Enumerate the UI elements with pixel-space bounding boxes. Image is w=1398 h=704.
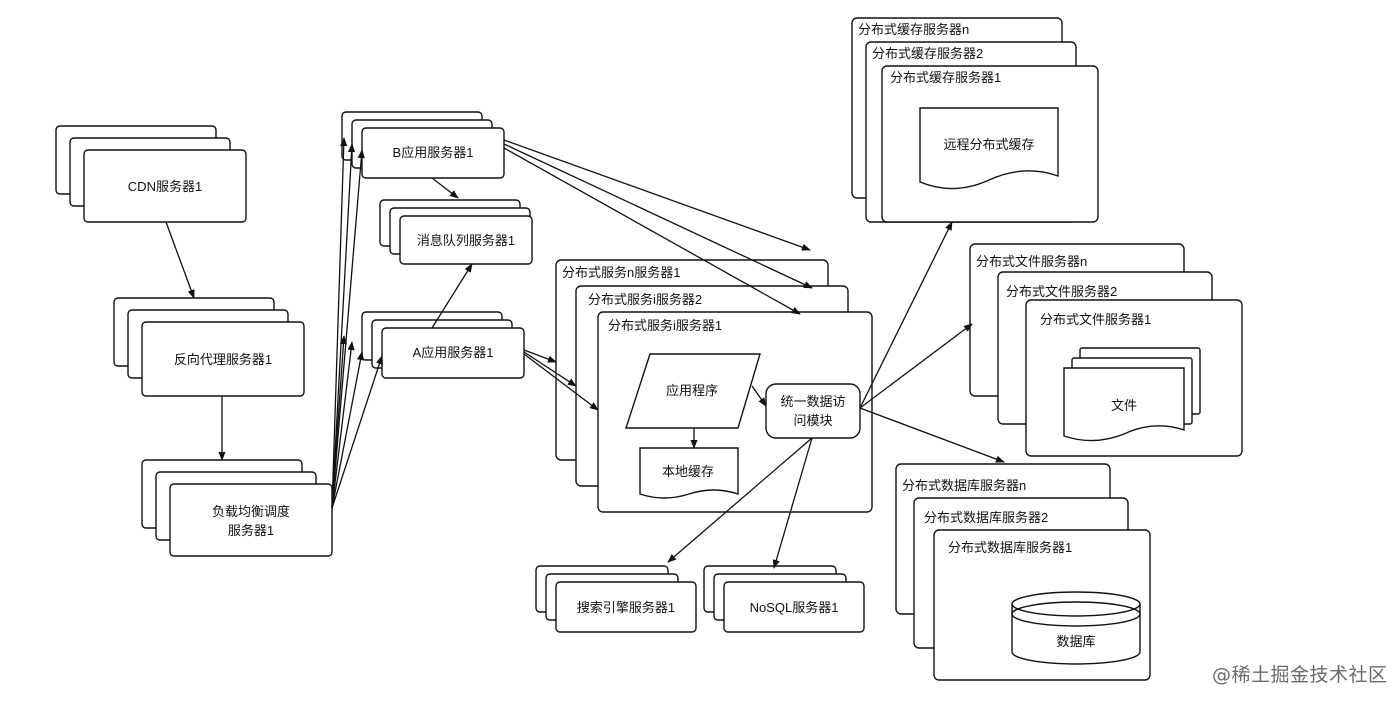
file-label: 文件 xyxy=(1111,398,1137,413)
remote-cache-shape xyxy=(919,107,1059,190)
file-2-label: 分布式文件服务器2 xyxy=(1006,284,1117,299)
database-label: 数据库 xyxy=(1056,634,1095,649)
load-balancer-stack xyxy=(141,459,333,557)
reverse-proxy-stack xyxy=(113,297,305,397)
uda-label-line1: 统一数据访 xyxy=(780,394,845,409)
svc-n-label: 分布式服务n服务器1 xyxy=(562,265,680,280)
app-program-shape xyxy=(625,353,761,429)
lb-label-line1: 负载均衡调度 xyxy=(212,504,290,519)
search-engine-stack xyxy=(535,565,697,633)
a-app-label: A应用服务器1 xyxy=(413,345,494,360)
cache-1-label: 分布式缓存服务器1 xyxy=(890,70,1001,85)
file-n-label: 分布式文件服务器n xyxy=(976,254,1087,269)
search-label: 搜索引擎服务器1 xyxy=(577,600,675,615)
remote-cache-label: 远程分布式缓存 xyxy=(943,137,1034,152)
message-queue-stack xyxy=(379,199,533,265)
db-2-label: 分布式数据库服务器2 xyxy=(924,510,1048,525)
b-app-label: B应用服务器1 xyxy=(393,145,474,160)
svc-2-label: 分布式服务i服务器2 xyxy=(588,292,702,307)
db-1-label: 分布式数据库服务器1 xyxy=(948,540,1072,555)
cdn-server-stack xyxy=(55,125,247,223)
cache-2-label: 分布式缓存服务器2 xyxy=(872,46,983,61)
file-document-stack xyxy=(1063,347,1201,442)
unified-data-access-shape xyxy=(765,383,861,439)
nosql-label: NoSQL服务器1 xyxy=(750,600,839,615)
app-program-label: 应用程序 xyxy=(666,383,718,398)
uda-label-line2: 问模块 xyxy=(793,413,832,428)
svc-1-label: 分布式服务i服务器1 xyxy=(608,318,722,333)
b-app-server-stack xyxy=(341,111,505,179)
nosql-stack xyxy=(703,565,865,633)
a-app-server-stack xyxy=(361,311,525,379)
database-cylinder xyxy=(1011,591,1141,665)
file-1-label: 分布式文件服务器1 xyxy=(1040,312,1151,327)
local-cache-shape xyxy=(639,447,739,499)
local-cache-label: 本地缓存 xyxy=(662,464,714,479)
connection-arrows xyxy=(165,137,1005,569)
cache-n-label: 分布式缓存服务器n xyxy=(858,22,969,37)
reverse-proxy-label: 反向代理服务器1 xyxy=(174,352,272,367)
watermark: @稀土掘金技术社区 xyxy=(1212,664,1388,686)
cdn-label: CDN服务器1 xyxy=(128,179,202,194)
lb-label-line2: 服务器1 xyxy=(228,523,274,538)
db-n-label: 分布式数据库服务器n xyxy=(902,478,1026,493)
mq-label: 消息队列服务器1 xyxy=(417,233,515,248)
